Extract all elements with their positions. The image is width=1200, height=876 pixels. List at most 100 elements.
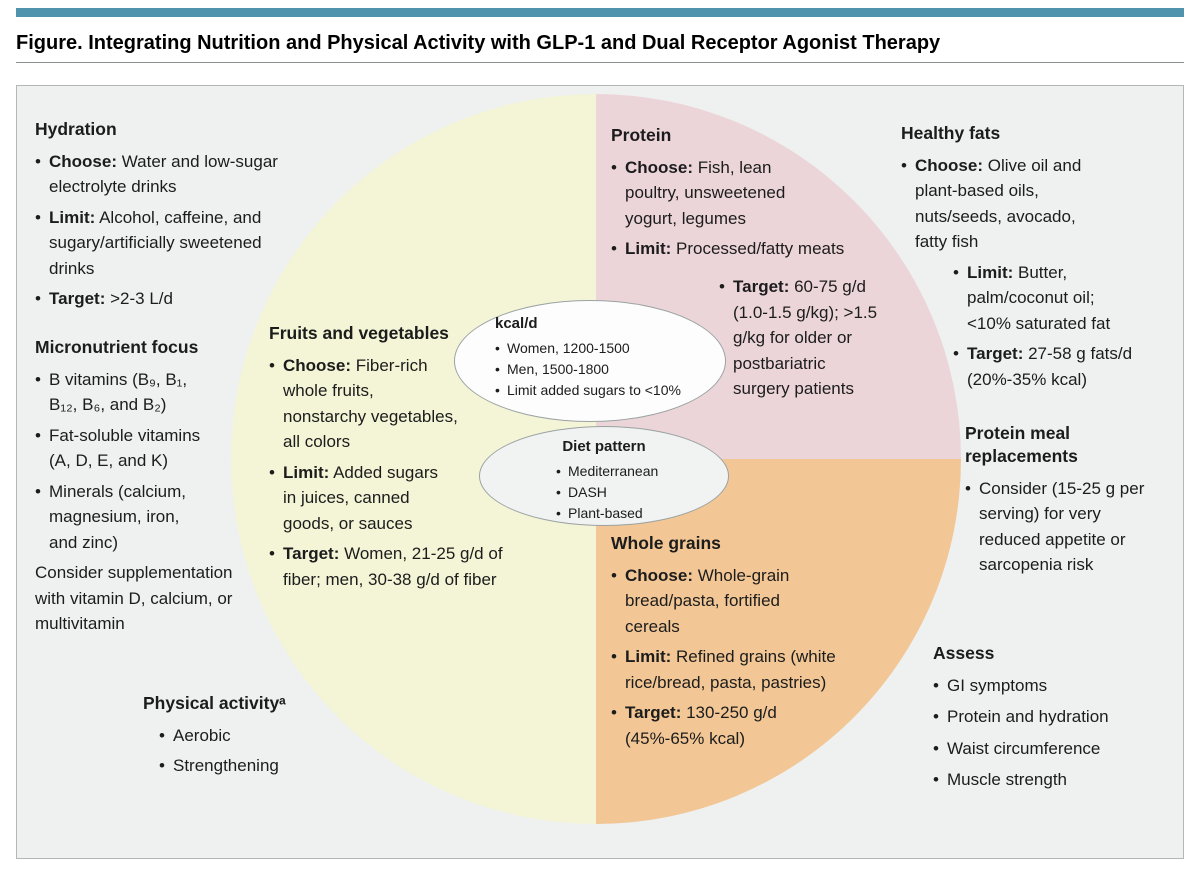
bullet-item: • Limit: Butter, palm/coconut oil; <10% s…	[953, 260, 1163, 337]
bullet-item: •Choose: Fiber-rich whole fruits, nonsta…	[269, 353, 609, 455]
bullet-icon: •	[35, 369, 41, 389]
bullet-item: •Aerobic	[159, 723, 383, 749]
assess-bullets: •GI symptoms•Protein and hydration•Waist…	[933, 673, 1183, 793]
bullet-item: • Choose: Fish, lean poultry, unsweetened…	[611, 155, 861, 232]
bullet-item: •Protein and hydration	[933, 704, 1183, 730]
bullet-icon: •	[35, 207, 41, 227]
bullet-icon: •	[953, 262, 959, 282]
bullet-text: Plant-based	[568, 505, 643, 522]
hydration-bullets: • Choose: Water and low-sugar electrolyte…	[35, 149, 283, 312]
healthy-fats-heading: Healthy fats	[901, 123, 1001, 143]
bullet-item: •DASH	[556, 482, 714, 502]
bullet-icon: •	[159, 756, 165, 776]
bullet-text: Protein and hydration	[947, 707, 1109, 727]
kcal-bullets: • Women, 1200-1500 • Men, 1500-1800 • Limit a…	[495, 338, 715, 401]
bullet-text: Choose: Water and low-sugar electrolyte …	[49, 151, 278, 197]
bullet-text: Target: Women, 21-25 g/d of fiber; men, …	[283, 544, 503, 589]
bullet-icon: •	[556, 462, 561, 479]
protein-meal-replacements-heading: Protein meal replacements	[965, 423, 1078, 466]
bullet-item: • Target: 130-250 g/d (45%-65% kcal)	[611, 700, 931, 751]
bullet-icon: •	[611, 703, 617, 723]
section-hydration: Hydration •Choose: Water and low-sugar e…	[35, 118, 283, 317]
bullet-text: Limit: Butter, palm/coconut oil; <10% sa…	[967, 262, 1111, 333]
healthy-fats-indented-bullets: • Limit: Butter, palm/coconut oil; <10% s…	[953, 260, 1163, 393]
physical-activity-bullets: •Aerobic•Strengthening	[159, 723, 383, 779]
bullet-icon: •	[933, 770, 939, 790]
bullet-item: • Muscle strength	[933, 767, 1183, 793]
bullet-text: Target: 60-75 g/d (1.0-1.5 g/kg); >1.5 g…	[733, 277, 878, 398]
bullet-text: GI symptoms	[947, 675, 1048, 695]
bullet-item: • Target: >2-3 L/d	[35, 286, 283, 312]
bullet-item: •Target: 27-58 g fats/d (20%-35% kcal)	[953, 341, 1163, 392]
bullet-text: Target: >2-3 L/d	[49, 289, 173, 309]
title-divider	[16, 62, 1184, 63]
bullet-icon: •	[611, 239, 617, 259]
fruits-vegetables-heading: Fruits and vegetables	[269, 323, 449, 343]
bullet-text: Target: 130-250 g/d (45%-65% kcal)	[625, 703, 777, 748]
bullet-text: Women, 1200-1500	[507, 339, 630, 356]
bullet-item: •Fat-soluble vitamins (A, D, E, and K)	[35, 423, 280, 474]
section-physical-activity: Physical activityᵃ •Aerobic•Strengthenin…	[143, 692, 383, 784]
bullet-icon: •	[495, 382, 500, 399]
bullet-text: DASH	[568, 483, 607, 500]
bullet-icon: •	[35, 151, 41, 171]
protein-target-bullets: • Target: 60-75 g/d (1.0-1.5 g/kg); >1.5 …	[719, 274, 949, 402]
bullet-icon: •	[933, 738, 939, 758]
bullet-text: Consider (15-25 g per serving) for very …	[979, 478, 1145, 575]
bullet-icon: •	[611, 647, 617, 667]
bullet-text: Limit added sugars to <10%	[507, 382, 681, 399]
bullet-text: Limit: Added sugars in juices, canned go…	[283, 462, 438, 533]
bullet-icon: •	[495, 360, 500, 377]
bullet-item: • Minerals (calcium, magnesium, iron, and…	[35, 479, 280, 556]
bullet-item: •Mediterranean	[556, 461, 714, 481]
bullet-text: Limit: Processed/fatty meats	[625, 239, 845, 259]
micronutrient-bullets: •B vitamins (B₉, B₁, B₁₂, B₆, and B₂)•Fa…	[35, 367, 280, 556]
bullet-text: Limit: Alcohol, caffeine, and sugary/art…	[49, 207, 262, 278]
bullet-text: Men, 1500-1800	[507, 360, 609, 377]
bullet-item: • Target: Women, 21-25 g/d of fiber; men,…	[269, 541, 609, 592]
bullet-item: • Men, 1500-1800	[495, 359, 715, 379]
diet-pattern-bullets: •Mediterranean•DASH•Plant-based	[556, 461, 714, 524]
section-protein-target: • Target: 60-75 g/d (1.0-1.5 g/kg); >1.5 …	[719, 274, 949, 407]
bullet-text: Choose: Fish, lean poultry, unsweetened …	[625, 157, 786, 228]
bullet-text: Muscle strength	[947, 770, 1067, 790]
bullet-icon: •	[719, 277, 725, 296]
bullet-item: •Choose: Whole-grain bread/pasta, fortif…	[611, 563, 931, 640]
bullet-item: • Limit: Processed/fatty meats	[611, 236, 861, 262]
kcal-ellipse: kcal/d •Women, 1200-1500•Men, 1500-1800•…	[454, 300, 726, 422]
bullet-icon: •	[611, 157, 617, 177]
protein-bullets: • Choose: Fish, lean poultry, unsweetened…	[611, 155, 861, 262]
bullet-item: • Waist circumference	[933, 736, 1183, 762]
bullet-item: • Women, 1200-1500	[495, 338, 715, 358]
section-protein: Protein •Choose: Fish, lean poultry, uns…	[611, 124, 861, 267]
top-accent-bar	[16, 8, 1184, 17]
bullet-icon: •	[35, 289, 41, 309]
bullet-text: Fat-soluble vitamins (A, D, E, and K)	[49, 425, 201, 471]
physical-activity-heading: Physical activityᵃ	[143, 693, 286, 713]
bullet-text: Minerals (calcium, magnesium, iron, and …	[49, 481, 186, 552]
bullet-item: •Consider (15-25 g per serving) for very…	[965, 476, 1175, 578]
protein-meal-replacements-bullets: •Consider (15-25 g per serving) for very…	[965, 476, 1175, 578]
bullet-icon: •	[953, 344, 959, 364]
figure-panel: Hydration •Choose: Water and low-sugar e…	[16, 85, 1184, 859]
bullet-item: •Choose: Olive oil and plant-based oils,…	[901, 153, 1163, 255]
bullet-icon: •	[159, 725, 165, 745]
section-protein-meal-replacements: Protein meal replacements •Consider (15-…	[965, 422, 1175, 583]
bullet-icon: •	[495, 339, 500, 356]
bullet-text: Waist circumference	[947, 738, 1101, 758]
bullet-text: Choose: Whole-grain bread/pasta, fortifi…	[625, 565, 790, 636]
bullet-text: B vitamins (B₉, B₁, B₁₂, B₆, and B₂)	[49, 369, 188, 415]
section-healthy-fats: Healthy fats •Choose: Olive oil and plan…	[901, 122, 1163, 397]
diet-pattern-ellipse: Diet pattern •Mediterranean•DASH•Plant-b…	[479, 426, 729, 526]
bullet-item: • B vitamins (B₉, B₁, B₁₂, B₆, and B₂)	[35, 367, 280, 418]
fruits-vegetables-bullets: •Choose: Fiber-rich whole fruits, nonsta…	[269, 353, 609, 593]
bullet-icon: •	[901, 155, 907, 175]
bullet-icon: •	[933, 675, 939, 695]
bullet-text: Strengthening	[173, 756, 279, 776]
section-whole-grains: Whole grains •Choose: Whole-grain bread/…	[611, 532, 931, 756]
bullet-item: •Plant-based	[556, 503, 714, 523]
bullet-icon: •	[269, 544, 275, 564]
bullet-icon: •	[35, 481, 41, 501]
figure-title: Figure. Integrating Nutrition and Physic…	[16, 32, 941, 54]
bullet-item: • Limit added sugars to <10%	[495, 380, 715, 400]
